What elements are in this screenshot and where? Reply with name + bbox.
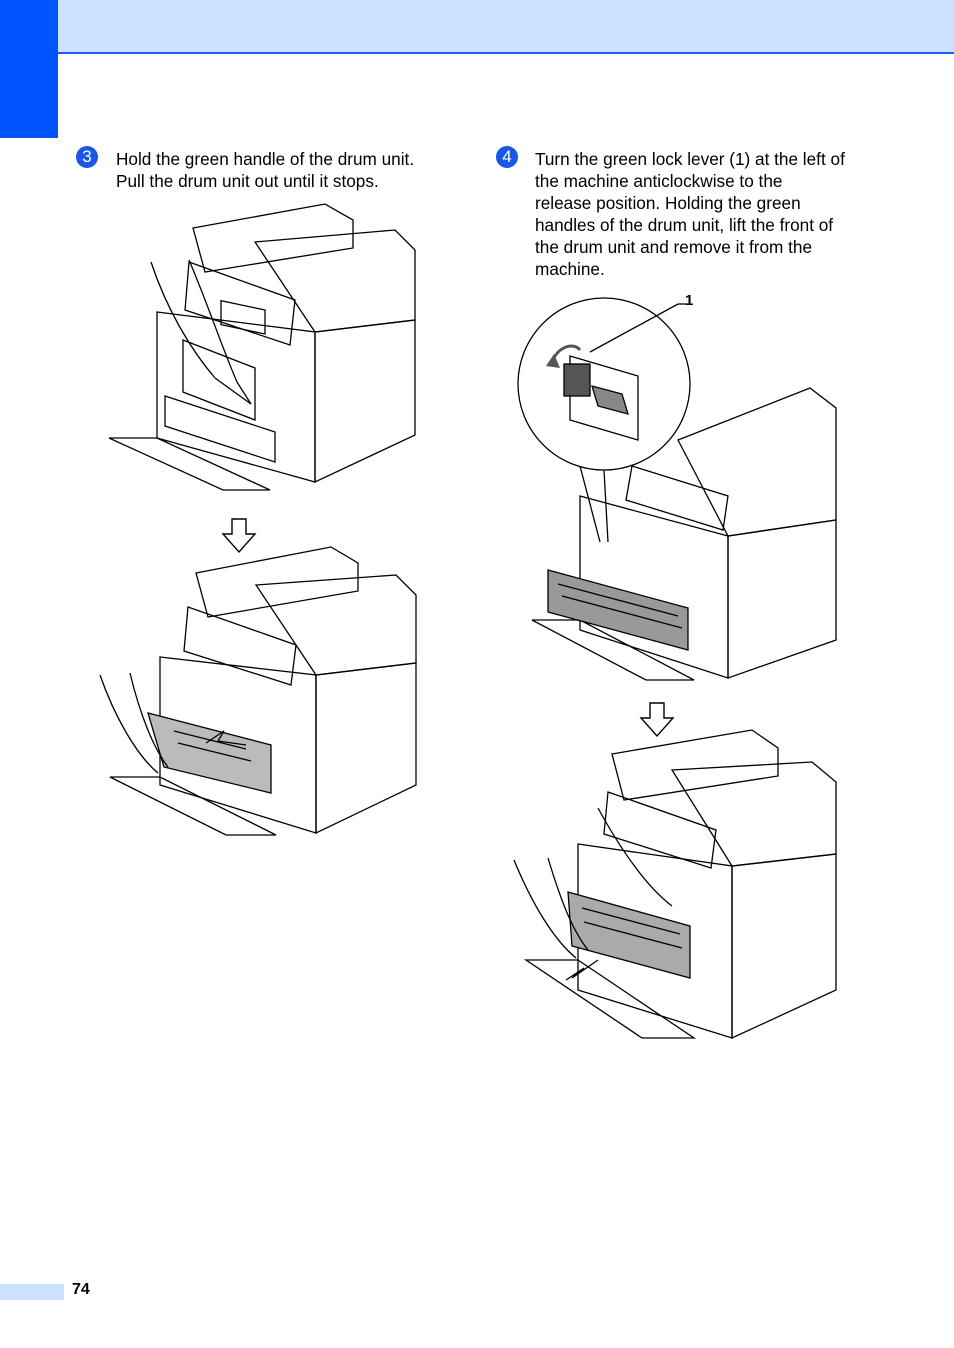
printer-illustration-drum-pulled [99, 546, 417, 836]
down-arrow-icon [639, 702, 675, 738]
printer-illustration-hold-handle [108, 203, 416, 491]
page-number: 74 [72, 1281, 90, 1298]
down-arrow-icon [221, 518, 257, 554]
step-4-number: 4 [496, 146, 518, 168]
page-number-tab [0, 1284, 64, 1300]
header-band [0, 0, 954, 54]
printer-illustration-lock-lever [517, 297, 837, 681]
step-4-text: Turn the green lock lever (1) at the lef… [535, 149, 845, 279]
callout-label: 1 [685, 292, 694, 309]
step-3-number: 3 [76, 146, 98, 168]
printer-illustration-drum-removed [513, 729, 837, 1040]
step-3-text: Hold the green handle of the drum unit. … [116, 149, 415, 191]
chapter-tab [0, 0, 58, 138]
